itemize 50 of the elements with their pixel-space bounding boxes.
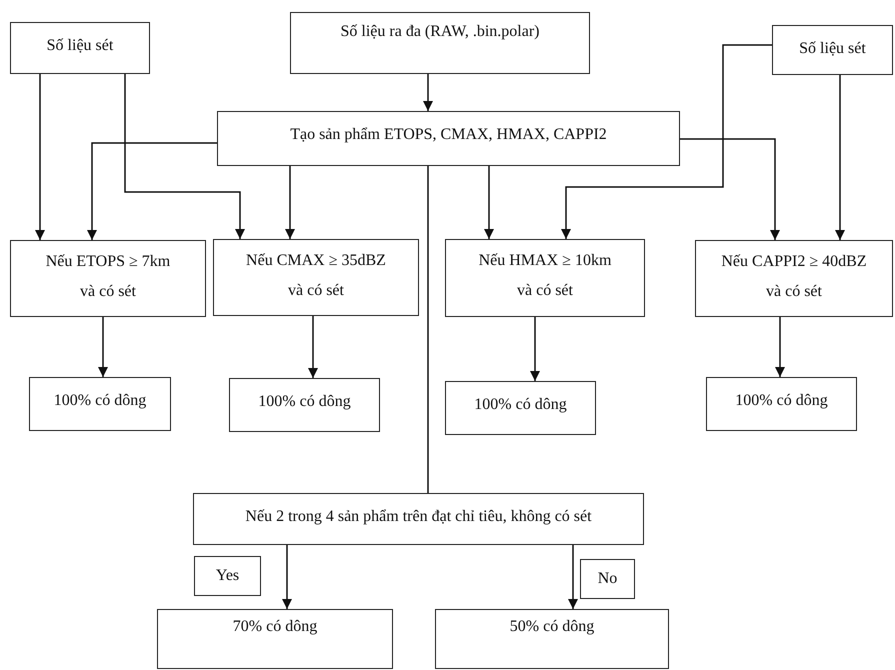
process-box	[229, 378, 380, 432]
box-label: Nếu HMAX ≥ 10km và có sét	[478, 251, 612, 301]
box-label: Nếu ETOPS ≥ 7km và có sét	[44, 252, 172, 302]
box-label: Nếu CMAX ≥ 35dBZ và có sét	[246, 251, 386, 301]
box-label: Số liệu sét	[46, 36, 114, 56]
process-box	[29, 377, 171, 431]
process-box	[213, 239, 419, 316]
process-box	[706, 377, 857, 431]
arrow	[282, 545, 292, 609]
arrow	[680, 138, 780, 240]
process-box	[695, 240, 893, 317]
box-label: 100% có dông	[474, 395, 567, 415]
arrow	[568, 545, 578, 609]
box-label: 100% có dông	[735, 391, 828, 411]
process-box	[10, 22, 150, 74]
arrow	[124, 74, 245, 239]
box-label: 100% có dông	[258, 392, 351, 412]
arrow	[561, 44, 772, 239]
box-label: Số liệu ra đa (RAW, .bin.polar)	[340, 22, 540, 42]
process-box	[580, 559, 635, 599]
arrow	[484, 166, 494, 239]
process-box	[194, 556, 261, 596]
process-box	[445, 239, 645, 317]
box-label: Nếu 2 trong 4 sản phẩm trên đạt chỉ tiêu, không có sét	[245, 507, 592, 527]
arrow	[87, 142, 217, 240]
process-box	[157, 609, 393, 669]
box-label: No	[598, 569, 618, 589]
arrow	[285, 166, 295, 239]
arrow	[35, 74, 45, 240]
arrow	[308, 316, 318, 378]
arrow	[98, 317, 108, 377]
process-box	[10, 240, 206, 317]
process-box	[445, 381, 596, 435]
process-box	[290, 12, 590, 74]
connector-line	[427, 166, 429, 493]
arrow	[835, 75, 845, 240]
arrow	[530, 317, 540, 381]
box-label: 100% có dông	[54, 391, 146, 411]
box-label: 50% có dông	[510, 617, 594, 637]
process-box	[435, 609, 669, 669]
process-box	[193, 493, 644, 545]
arrow	[423, 74, 433, 111]
box-label: 70% có dông	[232, 617, 318, 637]
process-box	[772, 25, 893, 75]
process-box	[217, 111, 680, 166]
box-label: Yes	[216, 566, 240, 586]
box-label: Nếu CAPPI2 ≥ 40dBZ và có sét	[720, 252, 868, 302]
box-label: Số liệu sét	[799, 39, 866, 59]
box-label: Tạo sản phẩm ETOPS, CMAX, HMAX, CAPPI2	[290, 125, 607, 145]
arrow	[775, 317, 785, 377]
